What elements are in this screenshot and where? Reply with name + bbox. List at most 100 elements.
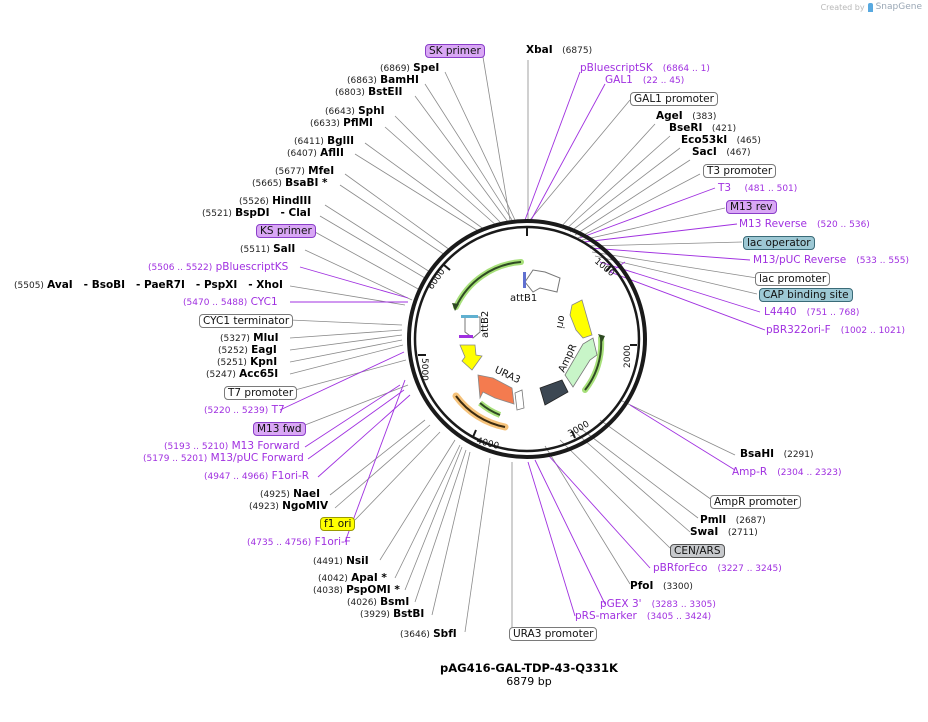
- primer-pgex-3[interactable]: pGEX 3' (3283 .. 3305): [600, 598, 716, 610]
- attB2-marker: [461, 315, 478, 318]
- orf-arc-right-line: [584, 337, 603, 391]
- orf-arc-top-arrowhead: [452, 303, 459, 311]
- attB2-primer-marker: [459, 335, 473, 338]
- feature-ura3-promoter[interactable]: URA3 promoter: [509, 627, 598, 641]
- primer-prs-marker[interactable]: pRS-marker (3405 .. 3424): [575, 610, 712, 622]
- primer-pbrforeco[interactable]: pBRforEco (3227 .. 3245): [653, 562, 782, 574]
- primer-l4440[interactable]: L4440 (751 .. 768): [764, 306, 860, 318]
- enzyme-bamhi[interactable]: (6863) BamHI: [347, 74, 419, 86]
- primer-m13-reverse[interactable]: M13 Reverse (520 .. 536): [739, 218, 870, 230]
- plasmid-length: 6879 bp: [506, 675, 552, 688]
- feature-gal1-promoter[interactable]: GAL1 promoter: [630, 92, 718, 106]
- enzyme-pmli[interactable]: PmlI (2687): [700, 514, 766, 526]
- attB2-arrow: [464, 316, 481, 339]
- enzyme-bsabi[interactable]: (5665) BsaBI *: [252, 177, 328, 189]
- primer-leader-lines: [279, 71, 766, 617]
- attB2-label: attB2: [480, 311, 491, 338]
- cen-ars-block: [539, 379, 569, 406]
- primer-pbluescriptks[interactable]: (5506 .. 5522) pBluescriptKS: [148, 261, 289, 273]
- credit-brand: SnapGene: [875, 2, 922, 12]
- enzyme-bspdi-clai[interactable]: (5521) BspDI - ClaI: [202, 207, 311, 219]
- enzyme-eco53ki[interactable]: Eco53kI (465): [681, 134, 761, 146]
- orf-arc-top-line: [455, 261, 522, 308]
- attB1-marker: [523, 272, 526, 288]
- enzyme-agei[interactable]: AgeI (383): [656, 110, 717, 122]
- feature-cen-ars[interactable]: CEN/ARS: [670, 544, 725, 558]
- primer-gal1[interactable]: GAL1 (22 .. 45): [605, 74, 685, 86]
- primer-t3[interactable]: T3 (481 .. 501): [718, 182, 798, 194]
- plasmid-name: pAG416-GAL-TDP-43-Q331K: [440, 661, 618, 675]
- enzyme-sali[interactable]: (5511) SalI: [240, 243, 296, 255]
- primer-pbr322ori-f[interactable]: pBR322ori-F (1002 .. 1021): [766, 324, 905, 336]
- enzyme-kpni[interactable]: (5251) KpnI: [217, 356, 278, 368]
- orange-arc-line: [455, 395, 506, 428]
- primer-f1ori-r[interactable]: (4947 .. 4966) F1ori-R: [204, 470, 310, 482]
- feature-lac-promoter[interactable]: lac promoter: [755, 272, 831, 286]
- enzyme-sbfi[interactable]: (3646) SbfI: [400, 628, 457, 640]
- enzyme-swai[interactable]: SwaI (2711): [690, 526, 758, 538]
- feature-m13-fwd[interactable]: M13 fwd: [253, 422, 306, 436]
- ori-label: ori: [554, 314, 567, 329]
- enzyme-bsahi[interactable]: BsaHI (2291): [740, 448, 814, 460]
- enzyme-spei[interactable]: (6869) SpeI: [380, 62, 440, 74]
- enzyme-nsii[interactable]: (4491) NsiI: [313, 555, 369, 567]
- feature-cap-binding-site[interactable]: CAP binding site: [759, 288, 853, 302]
- feature-ks-primer[interactable]: KS primer: [256, 224, 316, 238]
- enzyme-pfoi[interactable]: PfoI (3300): [630, 580, 693, 592]
- small-green-arc-line: [479, 402, 501, 416]
- enzyme-bsteii[interactable]: (6803) BstEII: [335, 86, 403, 98]
- feature-cyc1-terminator[interactable]: CYC1 terminator: [199, 314, 294, 328]
- primer-cyc1[interactable]: (5470 .. 5488) CYC1: [183, 296, 278, 308]
- enzyme-apai[interactable]: (4042) ApaI *: [318, 572, 387, 584]
- primer-m13-puc-reverse[interactable]: M13/pUC Reverse (533 .. 555): [753, 254, 910, 266]
- orf-arc-right-arrowhead: [598, 334, 605, 342]
- primer-amp-r[interactable]: Amp-R (2304 .. 2323): [732, 466, 842, 478]
- enzyme-acc65i[interactable]: (5247) Acc65I: [206, 368, 279, 380]
- feature-t7-promoter[interactable]: T7 promoter: [224, 386, 298, 400]
- enzyme-saci[interactable]: SacI (467): [692, 146, 751, 158]
- enzyme-naei[interactable]: (4925) NaeI: [260, 488, 321, 500]
- feature-ampr-promoter[interactable]: AmpR promoter: [710, 495, 802, 509]
- enzyme-aflii[interactable]: (6407) AflII: [287, 147, 344, 159]
- feature-sk-primer[interactable]: SK primer: [425, 44, 485, 58]
- enzyme-hindiii[interactable]: (5526) HindIII: [239, 195, 312, 207]
- enzyme-bglii[interactable]: (6411) BglII: [294, 135, 355, 147]
- enzyme-mfei[interactable]: (5677) MfeI: [275, 165, 335, 177]
- enzyme-bstbi[interactable]: (3929) BstBI: [360, 608, 425, 620]
- primer-pbluescriptsk[interactable]: pBluescriptSK (6864 .. 1): [580, 62, 710, 74]
- feature-m13-rev[interactable]: M13 rev: [726, 200, 777, 214]
- backbone-outer: [407, 219, 647, 459]
- enzyme-avai-group[interactable]: (5505) AvaI - BsoBI - PaeR7I - PspXI - X…: [14, 279, 283, 291]
- feature-f1-ori[interactable]: f1 ori: [320, 517, 356, 531]
- primer-t7[interactable]: (5220 .. 5239) T7: [204, 404, 285, 416]
- enzyme-ngomiv[interactable]: (4923) NgoMIV: [249, 500, 329, 512]
- primer-f1ori-f[interactable]: (4735 .. 4756) F1ori-F: [247, 536, 351, 548]
- ruler-ticks: [418, 227, 637, 439]
- snapgene-logo-icon: [867, 2, 873, 12]
- primer-m13-puc-forward[interactable]: (5179 .. 5201) M13/pUC Forward: [143, 452, 304, 464]
- ura3-arrow: [477, 374, 515, 405]
- ruler-label-3000: 3000: [567, 419, 592, 439]
- enzyme-sphi[interactable]: (6643) SphI: [325, 105, 385, 117]
- enzyme-pspomi[interactable]: (4038) PspOMI *: [313, 584, 400, 596]
- enzyme-bseri[interactable]: BseRI (421): [669, 122, 737, 134]
- enzyme-leader-lines: [289, 56, 758, 633]
- attB1-arrow: [524, 269, 561, 293]
- enzyme-pflmi[interactable]: (6633) PflMI: [310, 117, 373, 129]
- ruler-label-5000: 5000: [419, 358, 429, 381]
- backbone-inner: [413, 225, 641, 453]
- ori-arrow: [569, 299, 593, 339]
- enzyme-bsmi[interactable]: (4026) BsmI: [347, 596, 410, 608]
- feature-lac-operator[interactable]: lac operator: [743, 236, 815, 250]
- attB1-label: attB1: [510, 293, 537, 304]
- enzyme-mlui[interactable]: (5327) MluI: [220, 332, 279, 344]
- enzyme-xbai[interactable]: XbaI (6875): [526, 44, 593, 56]
- credit-prefix: Created by: [820, 2, 865, 12]
- snapgene-credit: Created by SnapGene: [821, 2, 922, 12]
- f1-ori-arrow: [459, 344, 483, 371]
- primer-m13-forward[interactable]: (5193 .. 5210) M13 Forward: [164, 440, 300, 452]
- enzyme-eagi[interactable]: (5252) EagI: [218, 344, 277, 356]
- feature-t3-promoter[interactable]: T3 promoter: [703, 164, 777, 178]
